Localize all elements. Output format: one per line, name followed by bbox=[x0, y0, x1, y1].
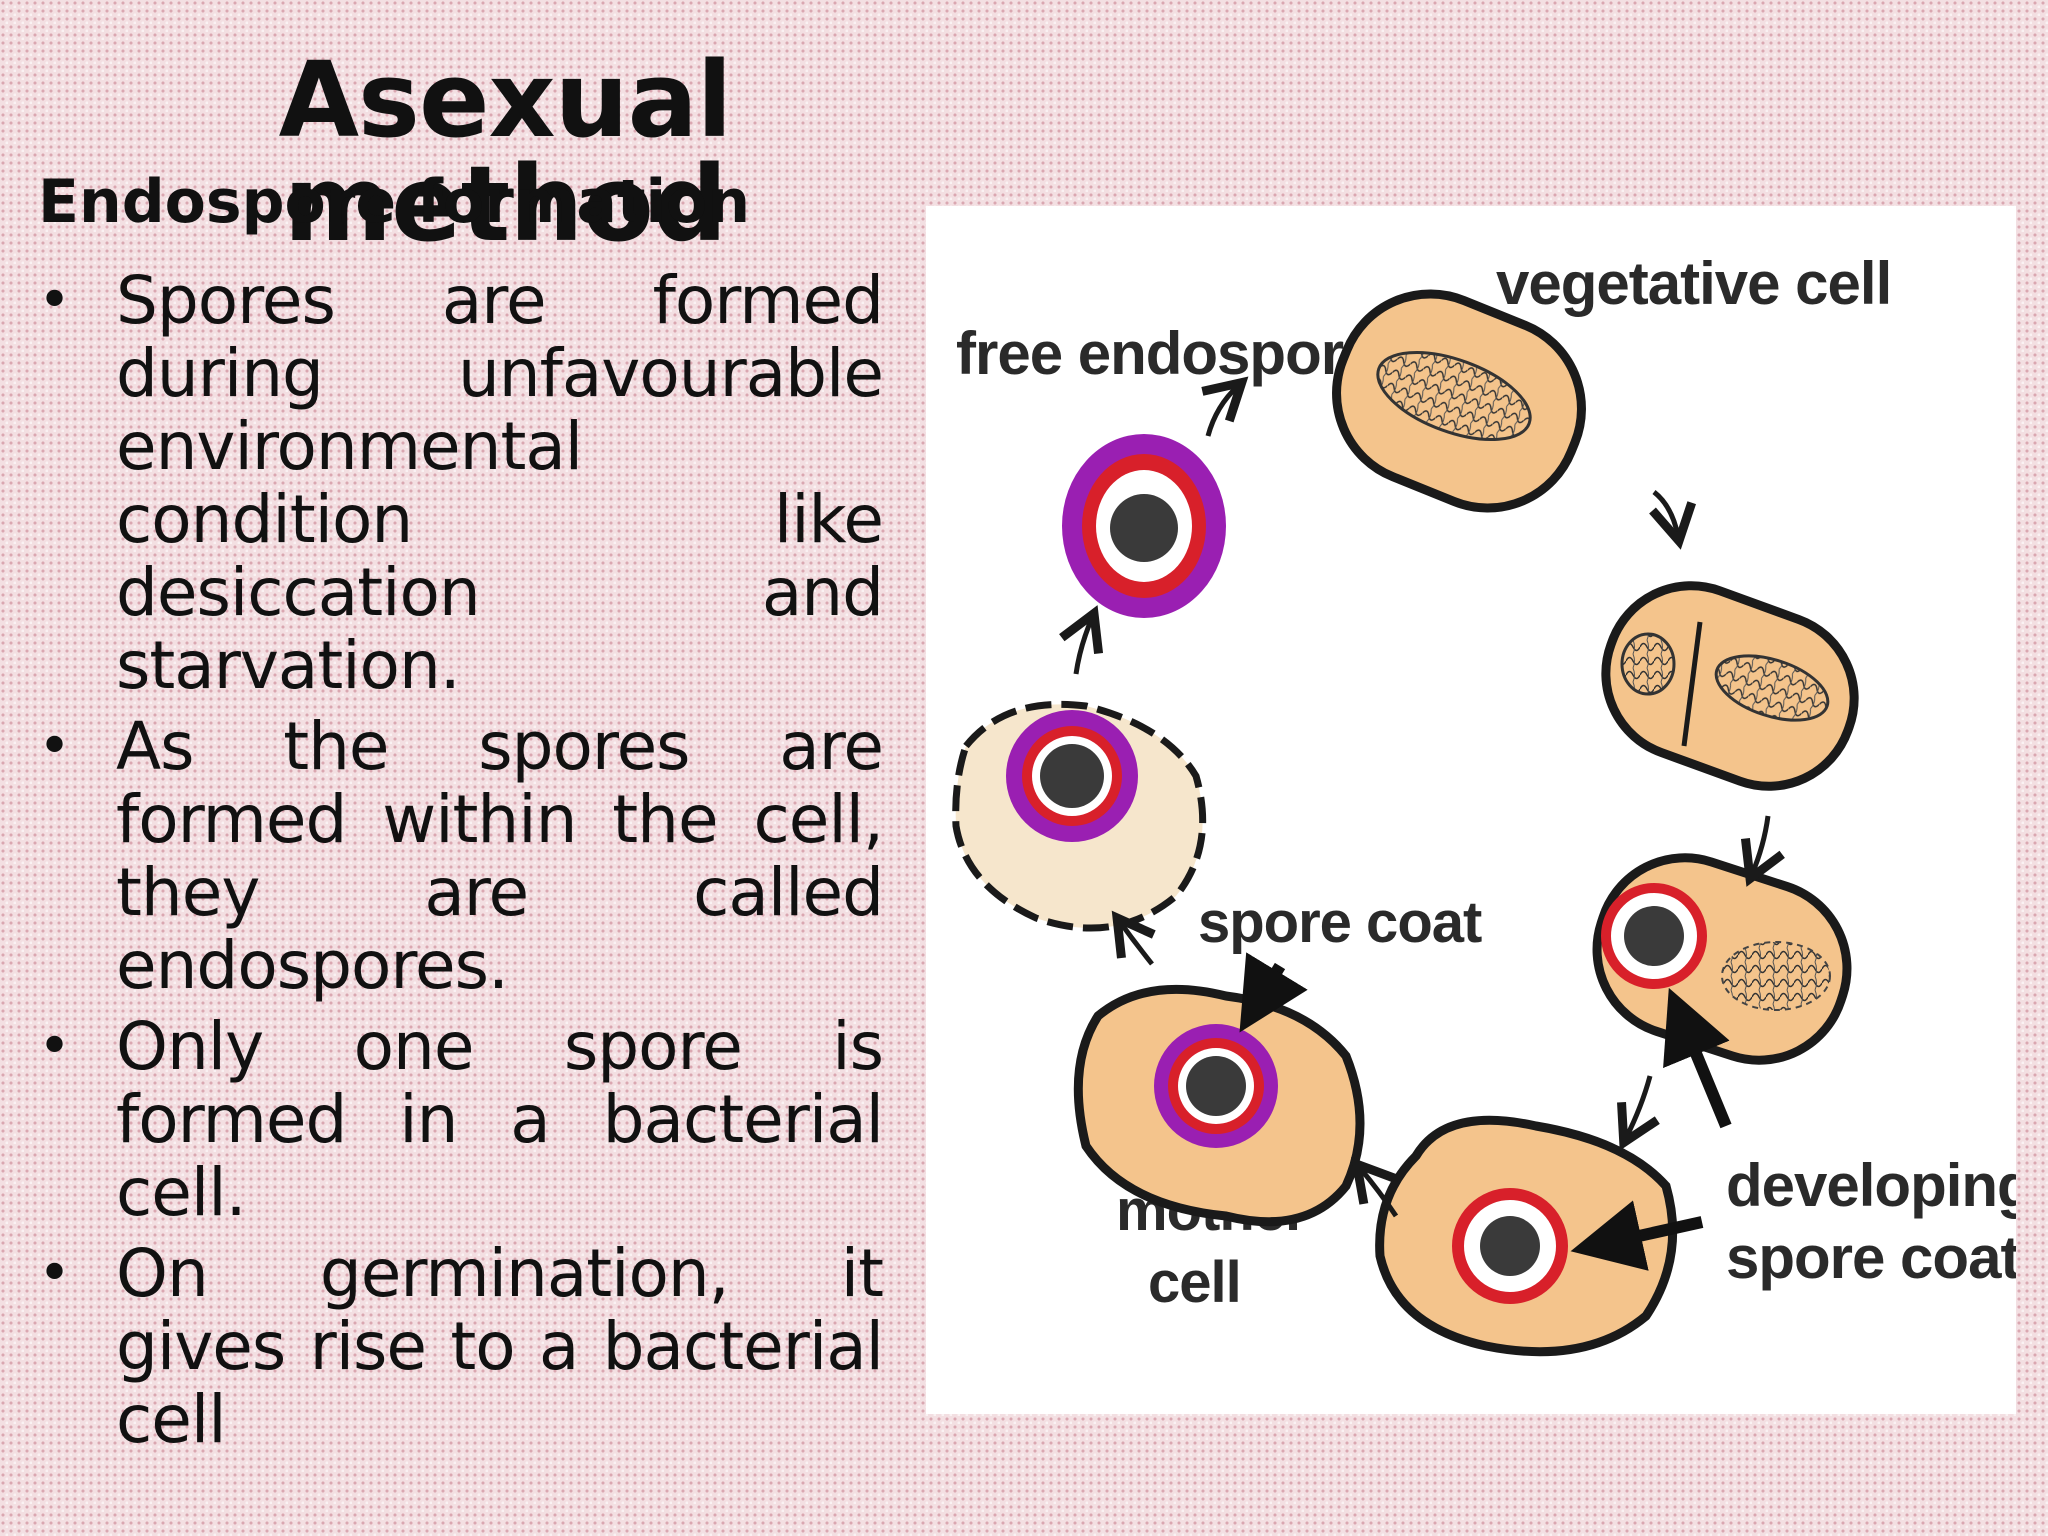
diagram-svg: vegetative cell free endospore spore coa… bbox=[952, 250, 2016, 1357]
bullet-text: Spores are formed during unfavourable en… bbox=[116, 262, 884, 704]
lysing-cell-stage bbox=[952, 700, 1207, 932]
arrow-icon bbox=[1059, 605, 1104, 675]
spore-core-icon bbox=[1186, 1056, 1246, 1116]
label-spore-coat: spore coat bbox=[1198, 890, 1482, 955]
mother-cell-stage bbox=[1073, 984, 1365, 1227]
bullet-icon: • bbox=[38, 268, 71, 333]
label-free-endospore: free endospore bbox=[956, 320, 1375, 387]
spore-core-icon bbox=[1110, 494, 1178, 562]
arrow-icon bbox=[1350, 1157, 1399, 1218]
label-developing: developing bbox=[1726, 1152, 2016, 1219]
nucleoid-icon bbox=[1376, 350, 1532, 442]
degrading-nucleoid-icon bbox=[1721, 941, 1831, 1011]
arrow-icon bbox=[1111, 910, 1156, 966]
bullet-text: As the spores are formed within the cell… bbox=[116, 708, 884, 1004]
bullet-icon: • bbox=[38, 714, 71, 779]
spore-coat-pointer-icon bbox=[1239, 952, 1308, 1033]
cycle-arrows bbox=[1059, 376, 1785, 1218]
arrow-icon bbox=[1649, 490, 1696, 550]
bullet-text: Only one spore is formed in a bacterial … bbox=[116, 1008, 884, 1231]
bullet-text: On germination, it gives rise to a bacte… bbox=[116, 1235, 884, 1458]
bullet-icon: • bbox=[38, 1014, 71, 1079]
spore-core-icon bbox=[1040, 744, 1104, 808]
arrow-icon bbox=[1201, 376, 1249, 437]
engulfment-stage bbox=[1592, 853, 1852, 1065]
spore-core-icon bbox=[1624, 906, 1684, 966]
mother-nucleoid-icon bbox=[1714, 654, 1830, 722]
vegetative-cell-stage bbox=[1332, 289, 1586, 513]
bullet-item: • Spores are formed during unfavourable … bbox=[38, 262, 884, 704]
forespore-nucleoid-icon bbox=[1620, 632, 1676, 696]
bullet-list: • Spores are formed during unfavourable … bbox=[38, 262, 884, 1464]
endospore-cycle-diagram: vegetative cell free endospore spore coa… bbox=[926, 206, 2016, 1414]
spore-core-icon bbox=[1480, 1216, 1540, 1276]
developing-pointer-icon bbox=[1663, 987, 1732, 1129]
slide-subtitle: Endospore formation bbox=[38, 167, 751, 237]
bullet-icon: • bbox=[38, 1241, 71, 1306]
arrow-icon bbox=[1617, 1075, 1660, 1151]
developing-pointer-icon bbox=[1570, 1200, 1704, 1271]
septum-stage bbox=[1601, 581, 1859, 791]
label-developing-spore-coat: spore coat bbox=[1726, 1224, 2016, 1291]
developing-spore-coat-stage bbox=[1375, 1115, 1678, 1357]
label-vegetative-cell: vegetative cell bbox=[1496, 250, 1891, 317]
septum-line bbox=[1681, 621, 1703, 747]
bullet-item: • Only one spore is formed in a bacteria… bbox=[38, 1008, 884, 1231]
bullet-item: • On germination, it gives rise to a bac… bbox=[38, 1235, 884, 1458]
slide-title: Asexual method bbox=[278, 39, 733, 265]
arrow-icon bbox=[1740, 815, 1785, 887]
bullet-item: • As the spores are formed within the ce… bbox=[38, 708, 884, 1004]
free-endospore-stage bbox=[1062, 434, 1226, 618]
pointer-arrows bbox=[1239, 952, 1732, 1271]
label-cell: cell bbox=[1148, 1250, 1241, 1315]
